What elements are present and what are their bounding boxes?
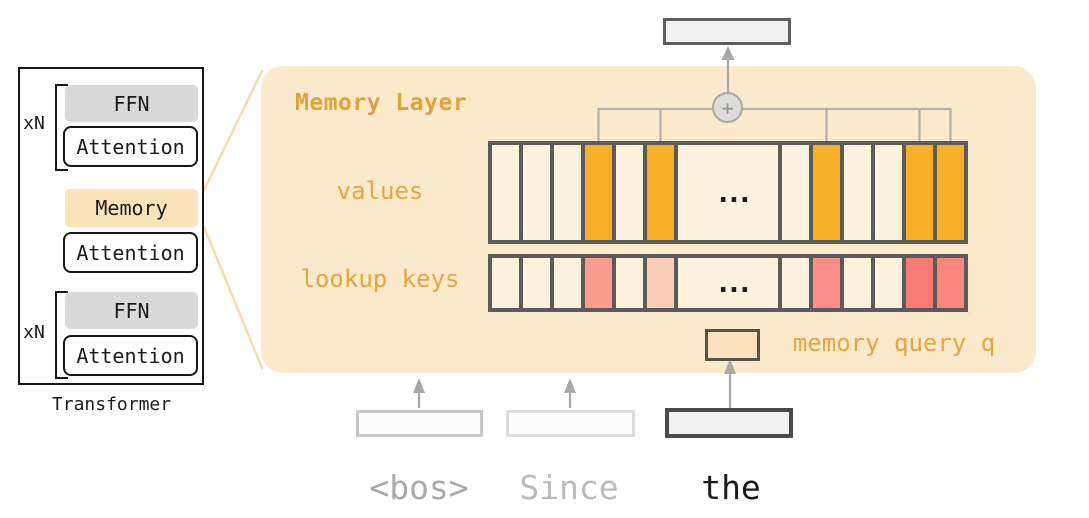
token-bos: <bos> [369, 468, 469, 507]
memory-cell [492, 145, 519, 240]
memory-query-label: memory query q [792, 329, 996, 357]
memory-layer-title: Memory Layer [295, 90, 468, 116]
memory-cell [782, 258, 809, 308]
memory-cell [647, 145, 674, 240]
repeat-bracket-top [55, 84, 68, 171]
attention-block-bottom: Attention [63, 335, 198, 376]
memory-cell [554, 258, 581, 308]
ffn-block-top: FFN [65, 85, 198, 122]
memory-cell [937, 258, 964, 308]
memory-cell [492, 258, 519, 308]
since-embedding-box [506, 410, 635, 437]
repeat-label-bottom: xN [23, 322, 45, 343]
memory-cell [523, 145, 550, 240]
memory-cell [875, 258, 902, 308]
zoom-diagonal-bottom-line [202, 225, 264, 370]
bos-up-arrowhead [413, 378, 425, 393]
transformer-caption: Transformer [51, 394, 172, 415]
repeat-label-top: xN [23, 113, 45, 134]
memory-cell [844, 258, 871, 308]
memory-cell [844, 145, 871, 240]
memory-cell [585, 145, 612, 240]
memory-cell [585, 258, 612, 308]
memory-cell [523, 258, 550, 308]
output-embedding-box [663, 18, 791, 45]
the-embedding-box [665, 408, 793, 438]
since-up-arrowhead [564, 378, 576, 393]
token-the: the [701, 468, 761, 507]
ffn-block-bottom: FFN [65, 292, 198, 329]
memory-cell [937, 145, 964, 240]
memory-cell [616, 145, 643, 240]
bos-embedding-box [356, 410, 483, 437]
attention-block-middle: Attention [63, 232, 198, 273]
memory-cell [906, 145, 933, 240]
values-row: ... [488, 141, 968, 244]
values-label: values [336, 177, 424, 205]
ellipsis-cell: ... [678, 258, 778, 308]
memory-cell [813, 258, 840, 308]
sum-to-output-arrowhead [721, 46, 735, 60]
zoom-diagonal-top-line [202, 69, 264, 192]
memory-cell [813, 145, 840, 240]
ellipsis-cell: ... [678, 145, 778, 240]
sum-plus-icon: + [712, 92, 743, 123]
memory-cell [875, 145, 902, 240]
memory-cell [906, 258, 933, 308]
memory-block: Memory [65, 189, 198, 227]
attention-block-top: Attention [63, 126, 198, 167]
token-since: Since [519, 468, 619, 507]
memory-cell [782, 145, 809, 240]
lookup-keys-row: ... [488, 254, 968, 312]
memory-query-box [705, 329, 760, 361]
memory-cell [647, 258, 674, 308]
memory-cell [554, 145, 581, 240]
memory-cell [616, 258, 643, 308]
lookup-keys-label: lookup keys [300, 265, 460, 293]
repeat-bracket-bottom [55, 291, 68, 379]
